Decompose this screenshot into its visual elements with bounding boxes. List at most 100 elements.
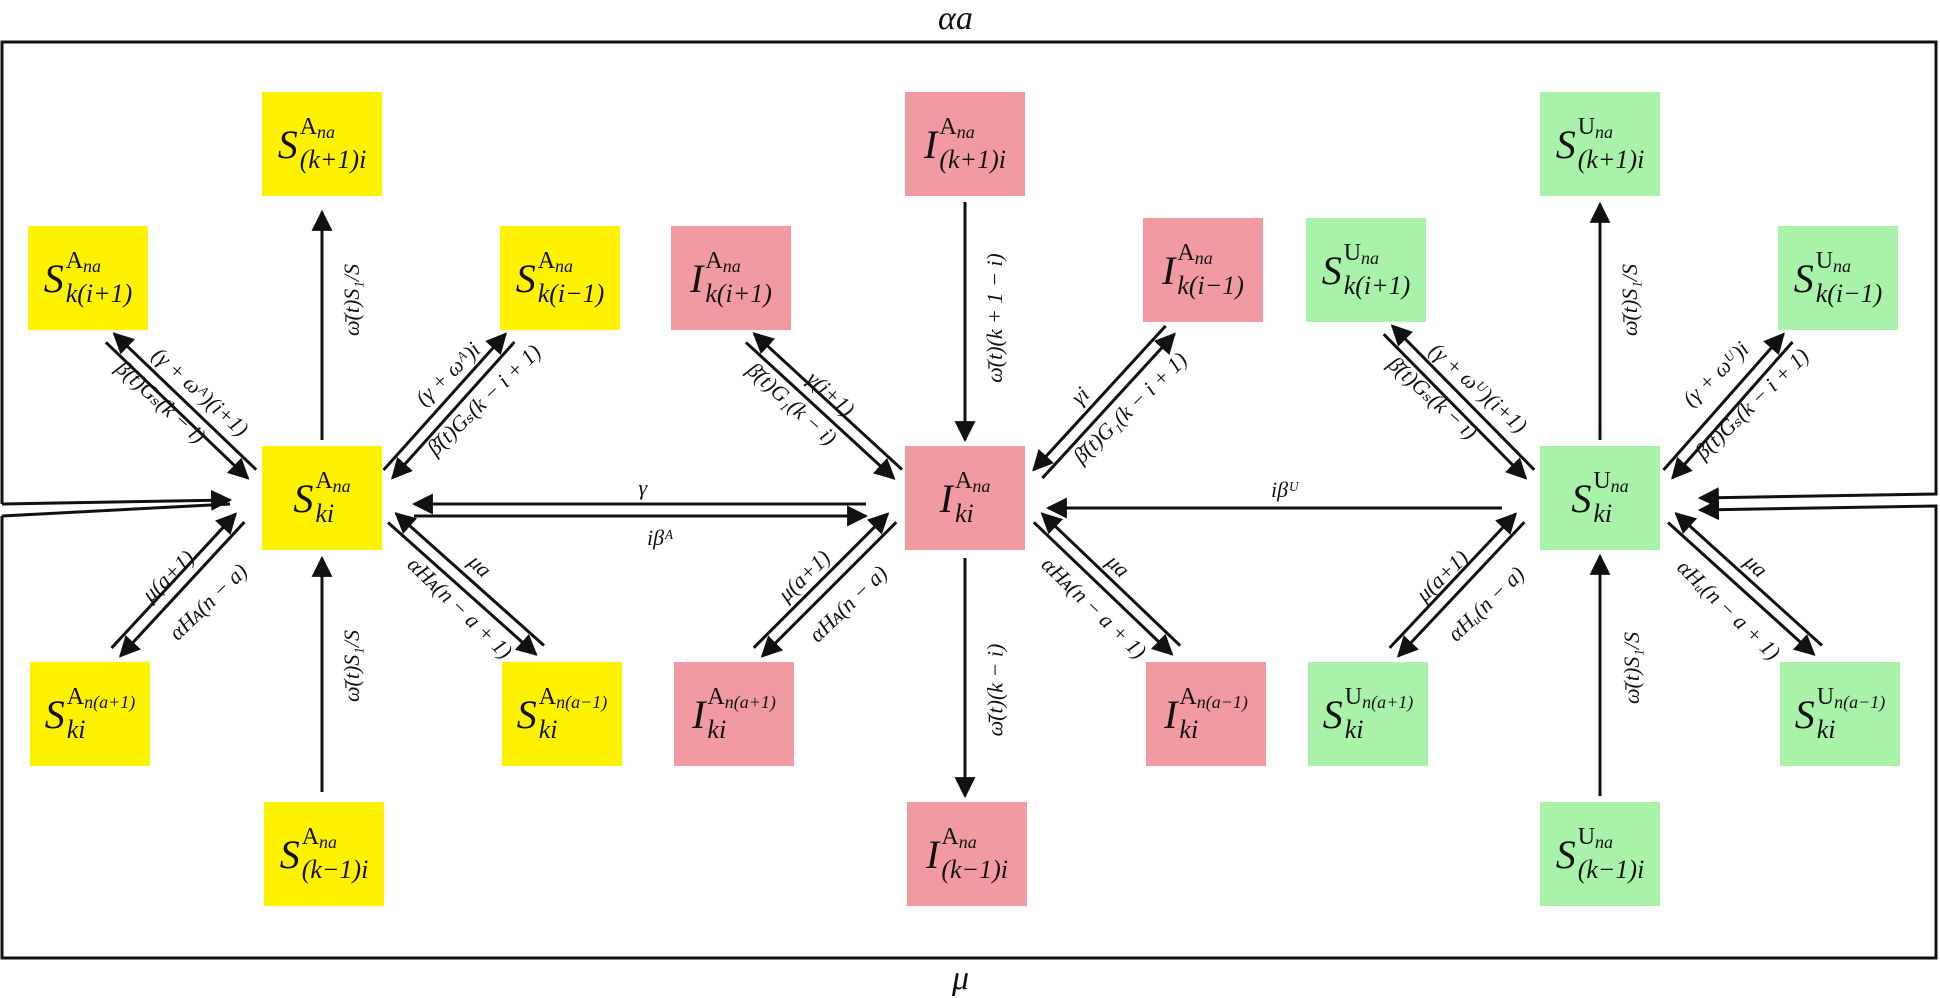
arrows-ya-left-a (104, 341, 250, 480)
arrows-pi-left-a (744, 341, 896, 480)
node-superscript: Ana (301, 823, 338, 852)
node-subscript: (k−1)i (1577, 854, 1645, 884)
node-superscript: Ana (954, 467, 991, 496)
arrows-gu-left-a (1382, 333, 1528, 480)
node-symbol: I (926, 831, 940, 877)
node-symbol: S (1571, 475, 1592, 521)
node-superscript: Ana (299, 113, 336, 142)
arrows-pi-bl-a (760, 521, 898, 658)
outer-loop-top (0, 40, 1938, 509)
node-subscript: k(i+1) (705, 278, 772, 308)
node-subscript: ki (66, 714, 86, 744)
node-subscript: ki (1816, 714, 1836, 744)
arrows-gu-right-a (1662, 332, 1785, 472)
node-superscript: Una (1815, 247, 1852, 276)
node-subscript: k(i+1) (65, 278, 133, 308)
arrows-pi-right-b (1041, 332, 1176, 480)
arrows-ya-bl-b (110, 512, 238, 649)
node-symbol: I (1162, 247, 1176, 293)
node-subscript: (k+1)i (299, 144, 367, 174)
edge-label-l13: ω̄(t)(k + 1 − i) (981, 253, 1007, 383)
edge-label-l11: γ (638, 475, 648, 500)
node-subscript: k(i−1) (537, 278, 605, 308)
node-superscript: Ana (537, 247, 574, 276)
node-subscript: ki (707, 714, 727, 744)
edge-label-l26: ω̄(t)S₁/S (1617, 263, 1643, 337)
arrows-ya-left-b (112, 332, 258, 471)
node-superscript: Una (1577, 823, 1614, 852)
arrows-gu-br-a (1674, 512, 1824, 647)
arrows-pi-br-b (1032, 521, 1174, 656)
node-subscript: k(i+1) (1343, 270, 1411, 300)
node-subscript: (k+1)i (1577, 144, 1645, 174)
outer-loop-bottom-left-tail (1, 502, 231, 518)
top-label: αa (938, 0, 973, 37)
arrows-gu-br-b (1666, 521, 1816, 656)
node-subscript: ki (1344, 714, 1364, 744)
arrows-pi-br-a (1040, 512, 1182, 647)
node-symbol: S (1321, 247, 1342, 293)
node-symbol: S (277, 121, 298, 167)
node-symbol: S (293, 475, 314, 521)
node-subscript: ki (315, 498, 335, 528)
node-subscript: (k+1)i (939, 144, 1006, 174)
node-symbol: S (516, 691, 537, 737)
node-subscript: ki (538, 714, 558, 744)
node-symbol: S (44, 691, 65, 737)
arrows-ya-right-a (382, 332, 507, 471)
flow-arrows (104, 201, 1824, 799)
arrows-gu-right-b (1671, 340, 1794, 480)
node-superscript: Ana (939, 113, 975, 142)
edge-label-l23: iβᵁ (1271, 477, 1300, 502)
node-symbol: I (1164, 691, 1178, 737)
node-symbol: S (515, 255, 536, 301)
outer-loop-bottom (0, 499, 1938, 960)
arrows-gu-bl-b (1388, 512, 1518, 649)
node-superscript: An(a+1) (66, 683, 136, 712)
node-superscript: Un(a−1) (1816, 683, 1886, 712)
node-subscript: (k−1)i (941, 854, 1008, 884)
node-subscript: ki (1179, 714, 1199, 744)
arrows-ya-br-b (387, 521, 538, 656)
node-symbol: S (1794, 691, 1815, 737)
node-symbol: S (279, 831, 300, 877)
node-symbol: I (690, 255, 704, 301)
node-symbol: S (1322, 691, 1343, 737)
node-superscript: An(a−1) (1179, 683, 1248, 712)
node-symbol: S (43, 255, 64, 301)
node-superscript: An(a−1) (538, 683, 608, 712)
arrows-ya-bl-a (118, 521, 246, 658)
arrows-gu-left-b (1390, 324, 1536, 471)
node-subscript: ki (954, 498, 974, 528)
node-symbol: S (1555, 831, 1576, 877)
edge-label-l12: iβᴬ (647, 525, 674, 550)
node-symbol: S (1555, 121, 1576, 167)
arrows-ya-right-b (391, 341, 516, 480)
node-symbol: I (692, 691, 706, 737)
arrows-pi-left-b (752, 332, 904, 471)
node-symbol: I (924, 121, 938, 167)
node-superscript: Ana (1177, 239, 1213, 268)
edge-label-l10: ω̄(t)S₁/S (339, 629, 365, 703)
node-superscript: Un(a+1) (1344, 683, 1414, 712)
edge-label-l1: ω̄(t)S₁/S (339, 263, 365, 337)
edge-label-l33: ω̄(t)S₁/S (1619, 631, 1645, 705)
